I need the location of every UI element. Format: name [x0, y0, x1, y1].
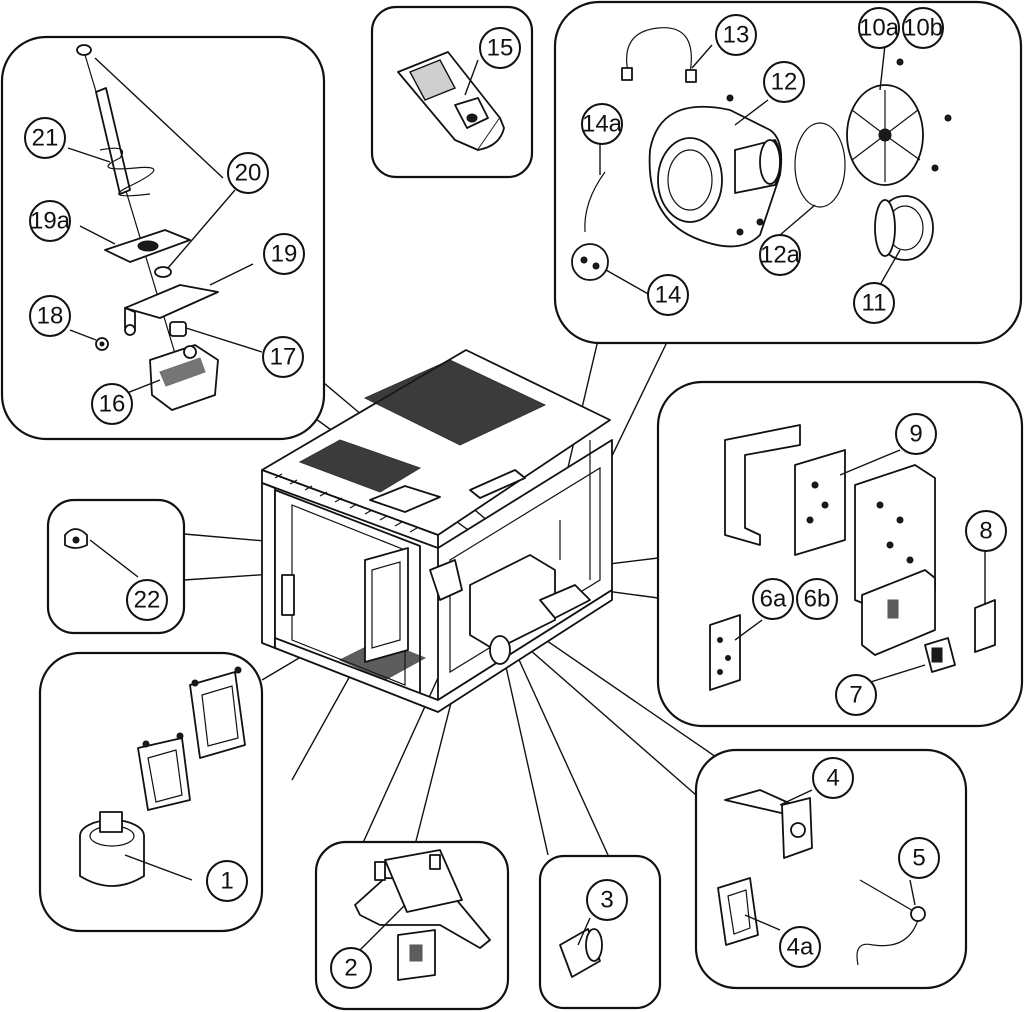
callout-17: 17: [262, 336, 304, 378]
callout-21: 21: [24, 117, 66, 159]
callout-label: 4: [826, 765, 839, 792]
bushing-top-part: [76, 44, 92, 56]
callout-19: 19: [263, 233, 305, 275]
callout-label: 2: [344, 955, 357, 982]
callout-20: 20: [227, 152, 269, 194]
panel-clip: [46, 498, 186, 635]
callout-label: 1: [220, 868, 233, 895]
callout-9: 9: [895, 413, 937, 455]
callout-label: 14: [655, 282, 682, 309]
callout-label: 17: [270, 344, 297, 371]
callout-label: 19: [271, 241, 298, 268]
callout-4: 4: [812, 757, 854, 799]
callout-label: 18: [37, 303, 64, 330]
callout-label: 19a: [30, 208, 71, 235]
callout-4a: 4a: [779, 926, 821, 968]
callout-2: 2: [330, 947, 372, 989]
callout-label: 3: [600, 887, 613, 914]
callout-10a: 10a: [858, 7, 900, 49]
panel-electronics: [656, 380, 1024, 728]
stove-body: [261, 349, 613, 713]
callout-label: 15: [487, 35, 514, 62]
callout-22: 22: [126, 579, 168, 621]
callout-label: 12a: [760, 242, 801, 269]
callout-label: 14a: [582, 111, 623, 138]
callout-12a: 12a: [759, 234, 801, 276]
callout-label: 7: [849, 682, 862, 709]
panel-auger-assembly: [0, 35, 326, 441]
callout-16: 16: [91, 383, 133, 425]
callout-18: 18: [29, 295, 71, 337]
callout-12: 12: [763, 61, 805, 103]
callout-6b: 6b: [796, 578, 838, 620]
callout-7: 7: [835, 674, 877, 716]
panel-sleeve: [538, 854, 662, 1010]
callout-10b: 10b: [902, 7, 944, 49]
callout-label: 13: [723, 22, 750, 49]
callout-label: 10a: [859, 15, 900, 42]
callout-label: 12: [771, 69, 798, 96]
callout-label: 22: [134, 587, 161, 614]
panel-burn-pot: [38, 651, 264, 933]
callout-6a: 6a: [752, 578, 794, 620]
callout-label: 5: [912, 845, 925, 872]
callout-11: 11: [853, 282, 895, 324]
panel-rod-probe: [694, 748, 968, 990]
panel-combustion-blower: [553, 0, 1023, 345]
callout-15: 15: [479, 27, 521, 69]
callout-3: 3: [586, 879, 628, 921]
callout-14: 14: [647, 274, 689, 316]
callout-14a: 14a: [581, 103, 623, 145]
callout-label: 21: [32, 125, 59, 152]
callout-label: 6b: [804, 586, 831, 613]
callout-13: 13: [715, 14, 757, 56]
top-vent-grill: [298, 359, 547, 513]
callout-8: 8: [965, 510, 1007, 552]
callout-label: 10b: [903, 15, 943, 42]
callout-label: 9: [909, 421, 922, 448]
callout-5: 5: [898, 837, 940, 879]
callout-label: 8: [979, 518, 992, 545]
callout-label: 16: [99, 391, 126, 418]
callout-19a: 19a: [29, 200, 71, 242]
callout-label: 4a: [787, 934, 814, 961]
leader-lines: [183, 339, 736, 856]
callout-label: 11: [862, 290, 887, 317]
callout-label: 20: [235, 160, 262, 187]
callout-1: 1: [206, 860, 248, 902]
callout-label: 6a: [760, 586, 787, 613]
